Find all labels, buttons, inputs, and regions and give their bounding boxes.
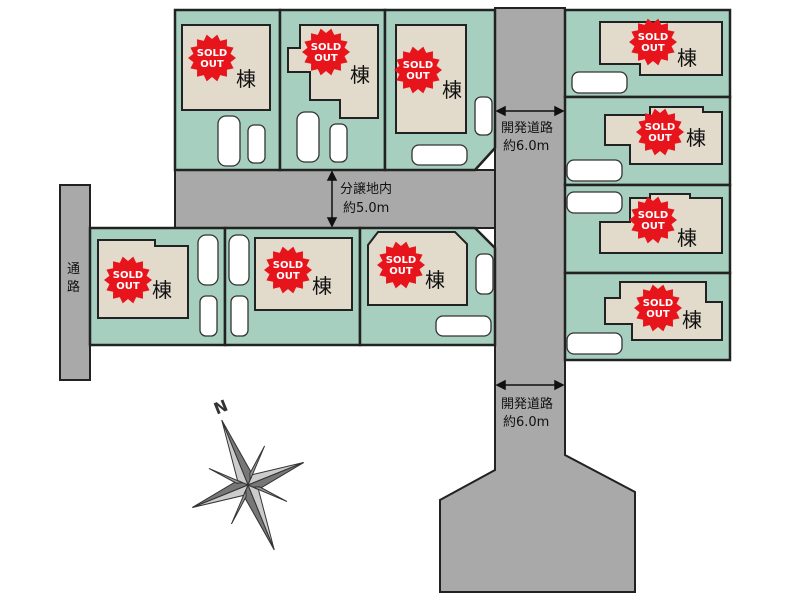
sold-out-text: OUT xyxy=(116,281,140,292)
inner-road-width: 約5.0m xyxy=(343,201,389,216)
lot-label: 棟 xyxy=(425,268,445,292)
lot-label: 棟 xyxy=(312,274,332,298)
sold-out-text: SOLD xyxy=(386,255,416,266)
sold-out-text: OUT xyxy=(406,71,430,82)
sold-out-text: SOLD xyxy=(638,32,668,43)
sold-out-badge-icon xyxy=(104,256,152,304)
dev-road-bottom-name: 開発道路 xyxy=(501,396,553,412)
sold-out-text: OUT xyxy=(276,271,300,282)
sold-out-text: SOLD xyxy=(643,298,673,309)
lot-label: 棟 xyxy=(677,46,697,70)
sold-out-text: SOLD xyxy=(273,260,303,271)
passage-label-2: 路 xyxy=(67,279,80,295)
sold-out-text: OUT xyxy=(641,43,665,54)
sold-out-badge-icon xyxy=(634,284,682,332)
parked-cars xyxy=(197,71,628,355)
sold-out-text: OUT xyxy=(646,309,670,320)
lot-label: 棟 xyxy=(442,78,462,102)
lot-label: 棟 xyxy=(686,126,706,150)
sold-out-text: SOLD xyxy=(645,122,675,133)
lot-label: 棟 xyxy=(682,308,702,332)
sold-out-text: OUT xyxy=(389,266,413,277)
lot-label: 棟 xyxy=(236,67,256,91)
dev-road-bottom-width: 約6.0m xyxy=(503,415,549,430)
sold-out-text: SOLD xyxy=(311,42,341,53)
sold-out-badge-icon xyxy=(629,196,677,244)
compass-rose-icon xyxy=(192,419,304,551)
sold-out-badge-icon xyxy=(377,241,425,289)
sold-out-text: OUT xyxy=(648,133,672,144)
sold-out-text: SOLD xyxy=(403,60,433,71)
sold-out-text: SOLD xyxy=(113,270,143,281)
sold-out-text: OUT xyxy=(641,221,665,232)
sold-out-text: SOLD xyxy=(638,210,668,221)
sold-out-badge-icon xyxy=(302,28,350,76)
sold-out-badge-icon xyxy=(188,34,236,82)
sold-out-badge-icon xyxy=(264,246,312,294)
sold-out-text: OUT xyxy=(314,53,338,64)
sold-out-badge-icon xyxy=(394,46,442,94)
sold-out-text: OUT xyxy=(200,59,224,70)
lot-label: 棟 xyxy=(350,63,370,87)
passage-road xyxy=(59,184,91,381)
sold-out-badge-icon xyxy=(629,18,677,66)
passage-label-1: 通 xyxy=(67,262,80,277)
lot-label: 棟 xyxy=(677,226,697,250)
compass-north-label: N xyxy=(211,396,231,419)
sold-out-badge-icon xyxy=(636,108,684,156)
lot-labels: 棟棟棟棟棟棟棟棟棟棟 xyxy=(152,46,706,332)
lot-label: 棟 xyxy=(152,278,172,302)
dev-road-top-name: 開発道路 xyxy=(501,120,553,136)
dimension-arrows xyxy=(326,105,565,391)
sold-out-text: SOLD xyxy=(197,48,227,59)
sold-out-badges: SOLDOUTSOLDOUTSOLDOUTSOLDOUTSOLDOUTSOLDO… xyxy=(104,18,684,332)
dev-road-top-width: 約6.0m xyxy=(503,139,549,154)
inner-road-name: 分譲地内 xyxy=(340,181,392,197)
